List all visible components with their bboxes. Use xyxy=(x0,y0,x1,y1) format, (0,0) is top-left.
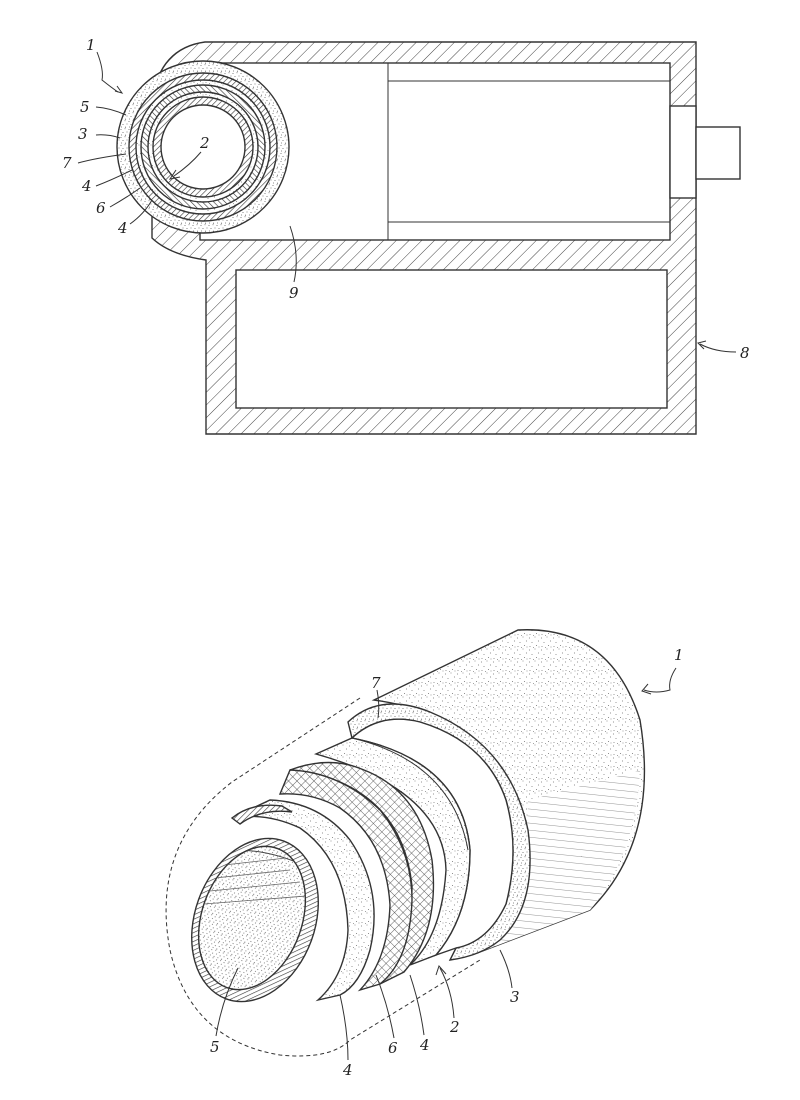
leader-9 xyxy=(289,225,297,283)
label-4-right-fig2: 4 xyxy=(419,1036,430,1054)
label-7: 7 xyxy=(62,154,72,172)
label-7-fig2: 7 xyxy=(371,674,381,692)
leader-3 xyxy=(95,134,121,139)
connector-pin xyxy=(695,126,741,180)
leader-1 xyxy=(96,51,119,93)
leader-6-fig2 xyxy=(375,974,395,1039)
leader-8-arrow xyxy=(697,340,707,350)
label-2: 2 xyxy=(199,134,210,152)
leader-4-left-fig2 xyxy=(339,994,349,1061)
inner-pipe-2 xyxy=(191,837,319,1003)
leader-7 xyxy=(77,153,127,164)
leader-3-fig2 xyxy=(499,949,513,989)
leader-2 xyxy=(173,151,202,177)
figure-1-labels: 1 5 3 7 4 6 4 2 9 8 xyxy=(62,36,750,362)
label-5: 5 xyxy=(80,98,90,116)
figure-1-cross-section: 1 5 3 7 4 6 4 2 9 8 xyxy=(62,36,750,435)
leader-2-fig2 xyxy=(439,967,455,1019)
leader-6 xyxy=(109,187,141,208)
leader-2-fig2-arrow xyxy=(435,965,447,976)
label-1-fig2: 1 xyxy=(674,646,684,664)
bore-5 xyxy=(160,104,246,190)
figure-2-labels: 1 7 3 2 4 6 4 5 xyxy=(210,646,684,1079)
figure-2-leaders xyxy=(215,667,677,1061)
barrier-4-outer-sleeve xyxy=(313,737,471,966)
label-4-bottom: 4 xyxy=(117,219,128,237)
label-3: 3 xyxy=(78,125,88,143)
stipple-sleeve-body xyxy=(313,737,471,966)
label-2-fig2: 2 xyxy=(449,1018,460,1036)
leader-1-fig2 xyxy=(643,667,677,693)
figure-2-perspective: 1 7 3 2 4 6 4 5 xyxy=(165,629,684,1079)
leader-4-top xyxy=(95,169,133,187)
leader-5 xyxy=(95,106,127,116)
leader-5-fig2 xyxy=(215,967,239,1037)
leader-7-fig2 xyxy=(376,689,380,719)
housing-lower-chamber xyxy=(235,269,668,409)
label-3-fig2: 3 xyxy=(510,988,520,1006)
leader-2-arrow xyxy=(168,169,181,180)
phantom-outline xyxy=(165,697,481,1057)
figure-1-leaders xyxy=(77,51,737,353)
crosshatch-front xyxy=(278,769,413,992)
label-6-fig2: 6 xyxy=(388,1039,398,1057)
label-4-left-fig2: 4 xyxy=(342,1061,353,1079)
leader-4-right-fig2 xyxy=(409,974,425,1036)
label-6: 6 xyxy=(96,199,106,217)
pipe-cross-section-1 xyxy=(116,60,290,234)
inner-stipple-rim xyxy=(230,804,293,825)
label-1: 1 xyxy=(86,36,96,54)
barrier-4-inner xyxy=(230,799,375,1002)
foam-6-crosshatch xyxy=(278,761,435,992)
label-4-top: 4 xyxy=(81,177,92,195)
sleeve-highlight xyxy=(351,737,469,851)
label-8: 8 xyxy=(740,344,750,362)
label-5-fig2: 5 xyxy=(210,1038,220,1056)
leader-1-arrow xyxy=(114,85,124,94)
inner-stipple-body xyxy=(231,799,375,1002)
connector-block xyxy=(669,105,697,199)
housing-upper-chamber-9 xyxy=(199,62,671,241)
leader-1-fig2-arrow xyxy=(641,683,652,695)
leader-4-bottom xyxy=(129,199,153,225)
leader-8 xyxy=(699,343,737,353)
bore-5-inner xyxy=(197,845,307,991)
label-9: 9 xyxy=(289,284,299,302)
